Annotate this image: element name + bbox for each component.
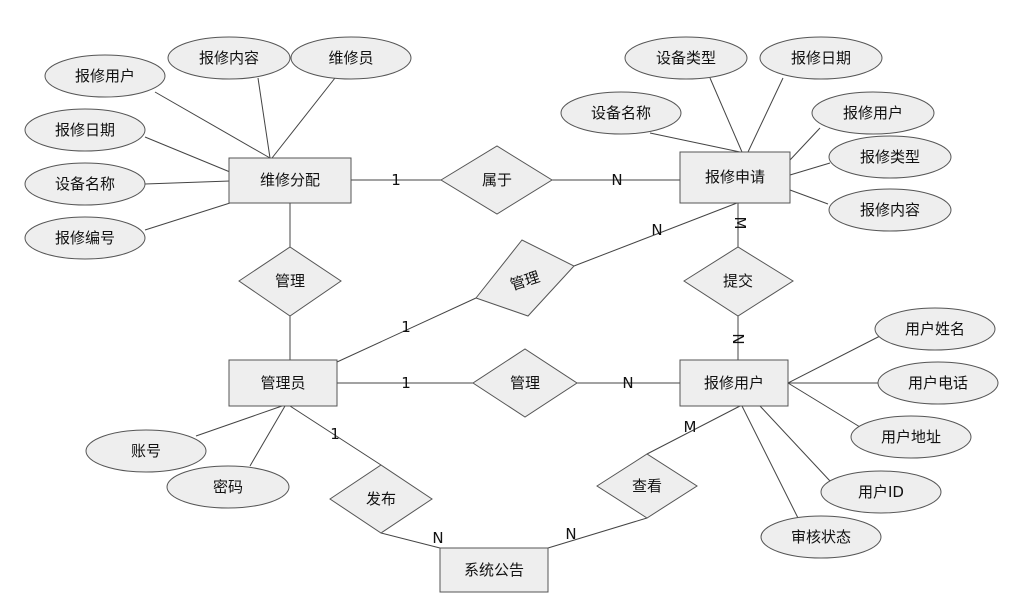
request-attribute-device-name: 设备名称	[560, 91, 682, 135]
card-submit-user: N	[729, 333, 747, 344]
svg-text:报修用户: 报修用户	[843, 104, 903, 122]
connector-lines	[144, 77, 881, 549]
relationship-manage-assignment: 管理	[238, 246, 342, 317]
user-attribute-address: 用户地址	[850, 415, 972, 459]
svg-text:报修用户: 报修用户	[75, 67, 135, 85]
svg-text:用户姓名: 用户姓名	[905, 320, 965, 338]
user-attribute-phone: 用户电话	[877, 361, 999, 405]
svg-text:查看: 查看	[632, 477, 662, 495]
request-attribute-content: 报修内容	[828, 188, 952, 232]
card-view-notice: N	[565, 525, 576, 543]
entity-maintenance-assignment: 维修分配	[228, 157, 352, 204]
user-attribute-review-status: 审核状态	[760, 515, 882, 559]
request-attribute-reporter: 报修用户	[811, 91, 935, 135]
svg-text:提交: 提交	[723, 272, 753, 290]
svg-text:维修分配: 维修分配	[260, 171, 320, 189]
request-attribute-date: 报修日期	[759, 36, 883, 80]
admin-attribute-account: 账号	[85, 429, 207, 473]
assignment-attribute-reporter: 报修用户	[44, 54, 166, 98]
svg-text:设备类型: 设备类型	[656, 49, 716, 67]
svg-text:报修类型: 报修类型	[860, 148, 920, 166]
entity-repair-request: 报修申请	[679, 151, 791, 204]
svg-text:属于: 属于	[482, 171, 512, 189]
assignment-attribute-repair-id: 报修编号	[24, 216, 146, 260]
card-belongs-left: 1	[391, 171, 401, 189]
card-manage-user-admin: 1	[401, 374, 411, 392]
svg-text:维修员: 维修员	[328, 49, 373, 67]
admin-attribute-password: 密码	[166, 465, 290, 509]
relationship-manage-user: 管理	[472, 348, 578, 418]
assignment-attribute-device-name: 设备名称	[24, 162, 146, 206]
svg-text:用户地址: 用户地址	[881, 428, 941, 446]
svg-text:报修日期: 报修日期	[55, 121, 115, 139]
svg-text:用户ID: 用户ID	[858, 483, 904, 501]
svg-text:系统公告: 系统公告	[464, 561, 524, 579]
svg-text:用户电话: 用户电话	[908, 374, 968, 392]
relationship-belongs-to: 属于	[440, 145, 553, 215]
request-attribute-repair-type: 报修类型	[828, 135, 952, 179]
relationship-view: 查看	[596, 453, 698, 519]
relationship-manage-request: 管理	[475, 239, 575, 317]
card-manage-user-user: N	[622, 374, 633, 392]
svg-text:管理: 管理	[510, 374, 540, 392]
svg-text:密码: 密码	[213, 478, 243, 496]
entity-administrator: 管理员	[228, 359, 338, 407]
card-publish-admin: 1	[330, 425, 340, 443]
svg-text:管理员: 管理员	[260, 374, 305, 392]
entity-repair-user: 报修用户	[679, 359, 789, 407]
svg-text:报修日期: 报修日期	[791, 49, 851, 67]
svg-text:报修编号: 报修编号	[55, 229, 115, 247]
request-attribute-device-type: 设备类型	[624, 36, 748, 80]
assignment-attribute-date: 报修日期	[24, 108, 146, 152]
svg-text:报修用户: 报修用户	[704, 374, 764, 392]
svg-text:管理: 管理	[275, 272, 305, 290]
card-submit-request: M	[731, 217, 749, 230]
cardinality-labels: 1 N 1 N 1 N M N 1 N N M	[330, 171, 749, 547]
assignment-attribute-technician: 维修员	[290, 36, 412, 80]
assignment-attribute-content: 报修内容	[167, 36, 291, 80]
user-attribute-name: 用户姓名	[874, 307, 996, 351]
card-manage-req-admin: 1	[401, 318, 411, 336]
svg-text:报修内容: 报修内容	[860, 201, 920, 219]
card-view-user: M	[684, 418, 697, 436]
card-publish-notice: N	[432, 529, 443, 547]
svg-text:设备名称: 设备名称	[55, 175, 115, 193]
card-manage-req-request: N	[651, 221, 662, 239]
user-attribute-id: 用户ID	[820, 470, 942, 514]
relationship-submit: 提交	[683, 246, 794, 317]
svg-text:发布: 发布	[366, 490, 396, 508]
svg-text:报修内容: 报修内容	[199, 49, 259, 67]
svg-text:设备名称: 设备名称	[591, 104, 651, 122]
svg-text:审核状态: 审核状态	[791, 528, 851, 546]
svg-text:账号: 账号	[131, 442, 161, 460]
entity-system-notice: 系统公告	[439, 547, 549, 593]
svg-text:报修申请: 报修申请	[705, 168, 765, 186]
card-belongs-right: N	[611, 171, 622, 189]
relationship-publish: 发布	[329, 464, 433, 534]
